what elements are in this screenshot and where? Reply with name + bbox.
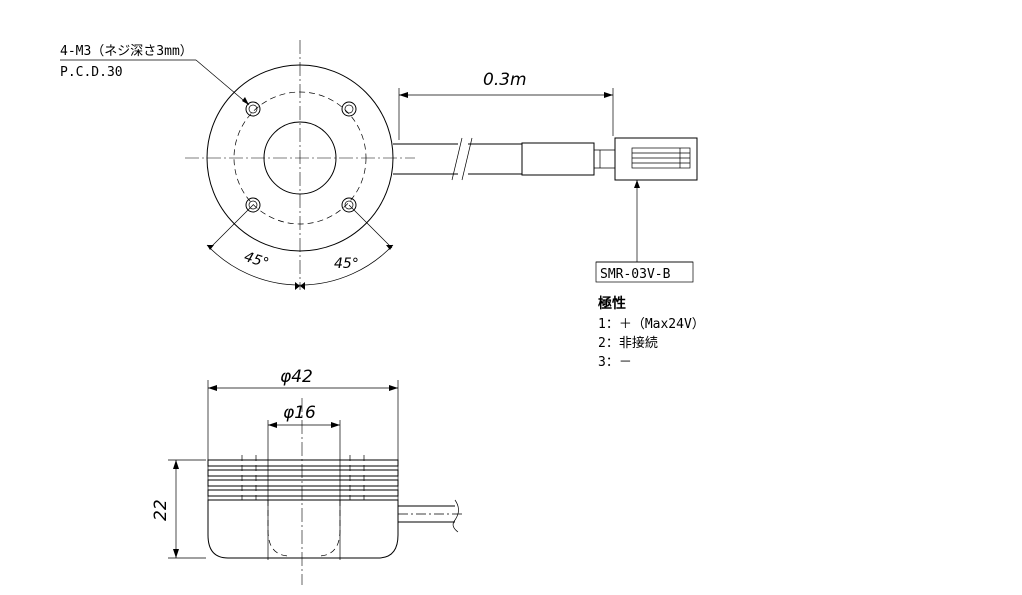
mounting-holes — [245, 101, 357, 213]
pin-1: 1：＋（Max24V） — [598, 317, 705, 332]
side-view: φ42 φ16 2 — [151, 367, 465, 585]
cable-length-label: 0.3m — [483, 70, 527, 90]
pcd-callout: P.C.D.30 — [60, 65, 123, 80]
cable — [393, 137, 615, 181]
hole-spec-callout: 4-M3（ネジ深さ3mm） — [60, 44, 193, 59]
cooling-fins — [207, 459, 399, 497]
outer-ring — [206, 64, 394, 252]
inner-diameter-label: φ16 — [283, 403, 316, 423]
pin-2: 2：非接続 — [598, 335, 658, 351]
top-view: 45° 45° 4-M3（ネジ深さ3mm） P.C.D.30 — [60, 40, 705, 370]
pcd-circle — [233, 91, 367, 225]
connector-callout: SMR-03V-B — [600, 267, 671, 282]
angle-arc — [206, 244, 394, 286]
height-label: 22 — [151, 499, 171, 521]
angle-left-label: 45° — [242, 249, 271, 272]
outer-diameter-label: φ42 — [280, 367, 313, 387]
pin-3: 3：－ — [598, 355, 632, 370]
housing-body — [207, 499, 399, 559]
connector — [614, 137, 698, 181]
angle-right-label: 45° — [334, 256, 359, 272]
pinout-title: 極性 — [598, 295, 626, 312]
inner-bore — [263, 121, 337, 195]
